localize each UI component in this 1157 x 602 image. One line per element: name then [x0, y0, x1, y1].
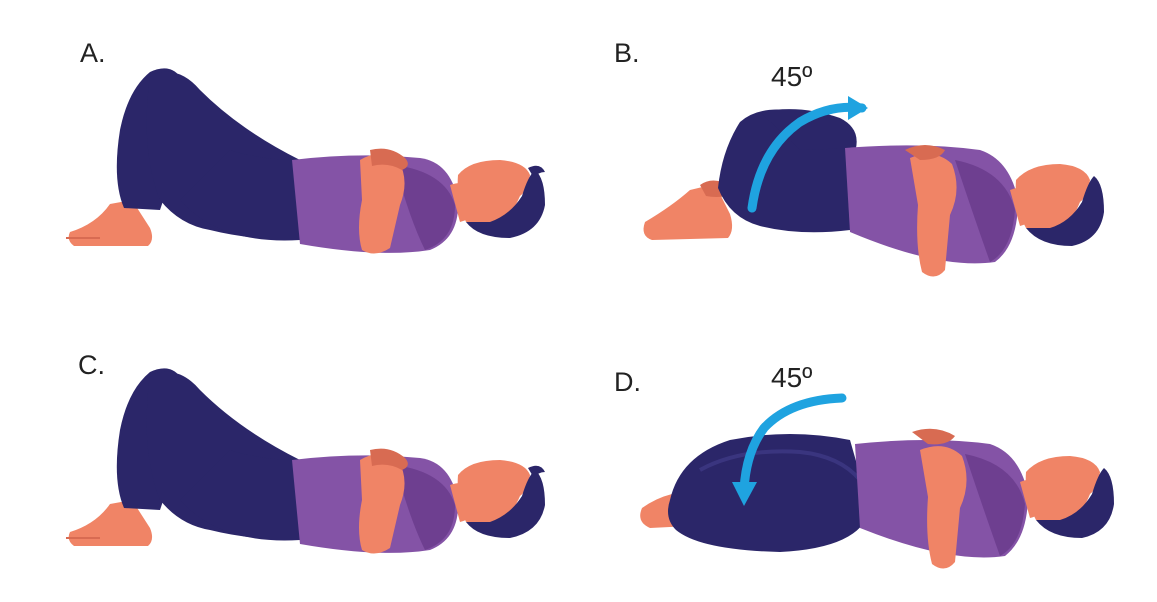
figure-d	[640, 393, 1114, 569]
panel-label-b: B.	[614, 38, 640, 68]
figure-c	[65, 367, 546, 555]
panel-label-d: D.	[614, 367, 641, 397]
panel-label-a: A.	[80, 38, 106, 68]
figure-a	[65, 67, 546, 255]
panel-label-c: C.	[78, 350, 105, 380]
angle-label-b: 45º	[771, 61, 813, 92]
figure-b	[643, 96, 1104, 277]
angle-label-d: 45º	[771, 362, 813, 393]
